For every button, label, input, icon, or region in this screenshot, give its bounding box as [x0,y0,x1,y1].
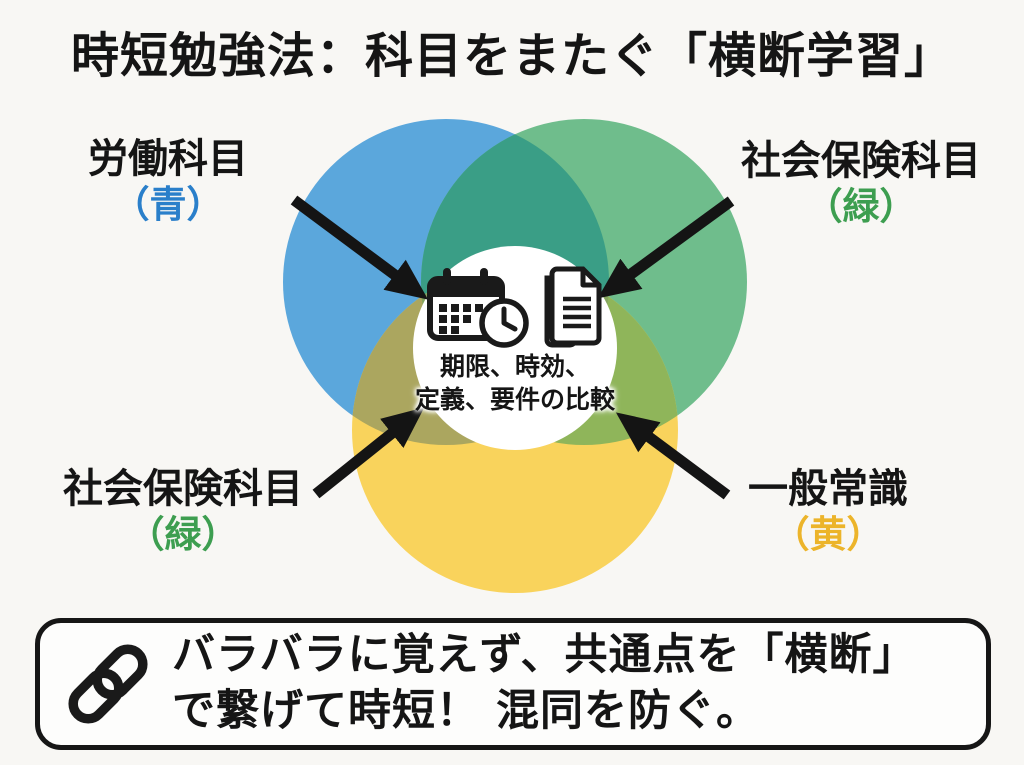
arrow-bottom-right [615,412,731,500]
arrow-top-left [290,195,429,300]
label-social-insurance-bottom-color: （緑） [127,513,239,557]
footer-text-line1: バラバラに覚えず、共通点を「横断」 [172,630,917,681]
label-labor-title: 労働科目 [88,136,248,182]
venn-center-text-line2: 定義、要件の比較 [414,385,615,414]
calendar-clock-icon [427,268,529,348]
arrows [290,195,735,500]
footer-text: バラバラに覚えず、共通点を「横断」 で繋げて時短！ 混同を防ぐ。 [172,628,917,740]
footer-text-line2: で繋げて時短！ 混同を防ぐ。 [172,686,760,736]
link-icon [68,644,148,724]
venn-center-text-line1: 期限、時効、 [439,352,590,381]
footer-callout: バラバラに覚えず、共通点を「横断」 で繋げて時短！ 混同を防ぐ。 [35,618,991,750]
venn-center-content: 期限、時効、 定義、要件の比較 [389,266,641,416]
page-title: 時短勉強法：科目をまたぐ「横断学習」 [70,28,953,84]
label-social-insurance-bottom: 社会保険科目 （緑） [47,466,319,558]
label-general-knowledge: 一般常識 （黄） [692,466,964,558]
label-labor-subjects: 労働科目 （青） [48,136,288,228]
label-general-knowledge-title: 一般常識 [748,466,908,512]
label-general-knowledge-color: （黄） [772,513,884,557]
document-icon [544,266,602,348]
label-labor-color: （青） [112,183,224,227]
arrow-top-right [597,196,735,299]
venn-center-icons [389,266,641,350]
arrow-bottom-left [312,407,425,499]
label-social-insurance-bottom-title: 社会保険科目 [63,466,303,512]
label-social-insurance-top-title: 社会保険科目 [741,138,981,184]
label-social-insurance-top: 社会保険科目 （緑） [725,138,997,230]
label-social-insurance-top-color: （緑） [805,185,917,229]
